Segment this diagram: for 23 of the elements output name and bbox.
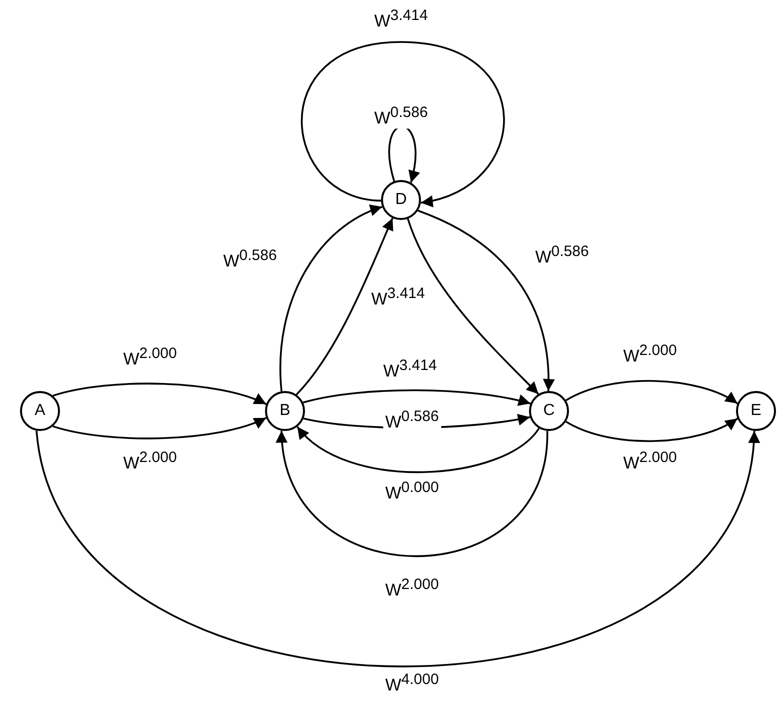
arrow	[566, 380, 738, 404]
arrow	[418, 210, 554, 392]
arrow	[52, 382, 267, 405]
arrow	[300, 41, 505, 206]
arrow	[566, 418, 738, 442]
state-circle	[265, 391, 305, 431]
node-label: C	[543, 403, 555, 419]
node-label: A	[34, 403, 46, 419]
node-label: B	[280, 403, 290, 419]
state-circle	[529, 391, 569, 431]
arrow	[277, 430, 548, 557]
arrow	[407, 218, 540, 395]
state-circle	[736, 391, 776, 431]
arrow	[296, 426, 540, 473]
state-circle	[20, 391, 60, 431]
node-label: E	[750, 403, 762, 419]
arrow	[296, 218, 394, 396]
state-circle	[381, 180, 421, 220]
arrow	[36, 430, 758, 668]
arrow	[302, 389, 531, 406]
node-label: D	[395, 192, 407, 208]
arrow	[279, 205, 383, 392]
arrow	[52, 417, 267, 440]
